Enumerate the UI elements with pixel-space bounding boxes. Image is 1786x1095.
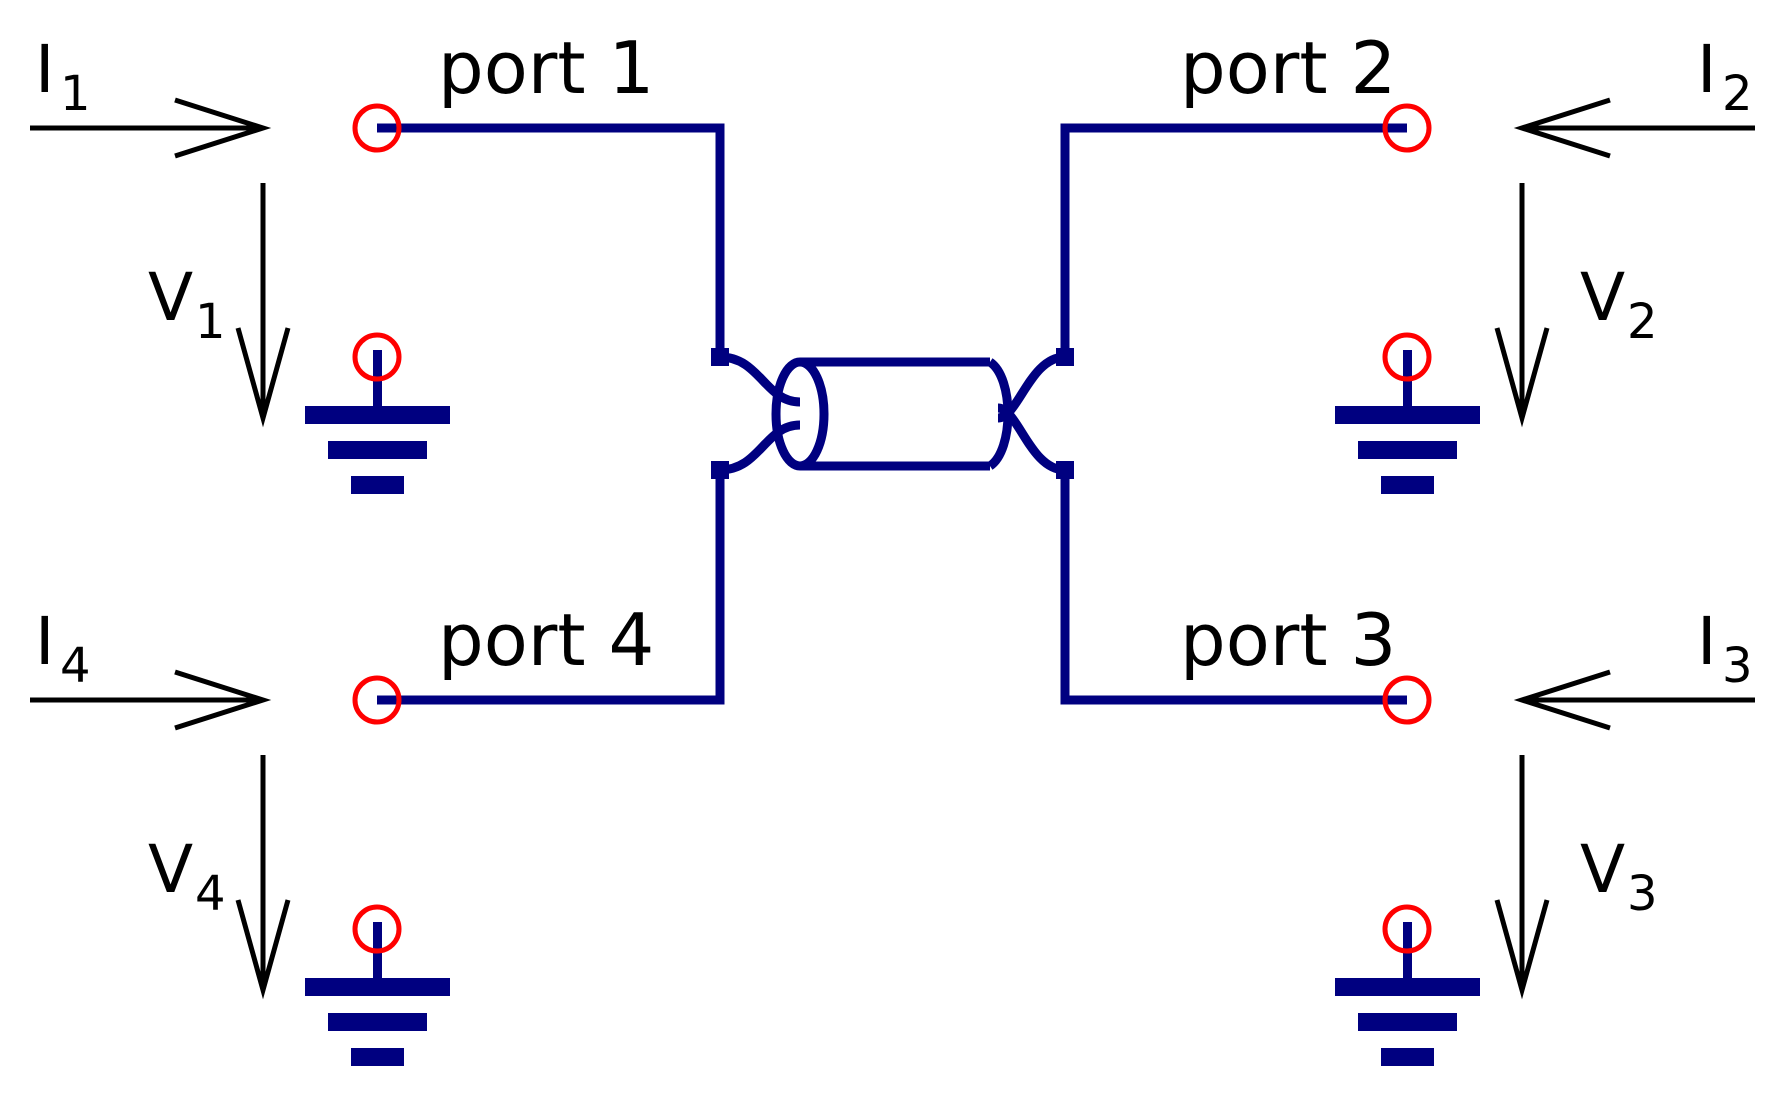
port1-label: port 1: [438, 26, 654, 110]
ground-port3: [1335, 922, 1480, 1066]
ground-icon: [305, 922, 450, 1066]
voltage-label-port1: V 1: [148, 259, 226, 350]
terminals: [352, 103, 1432, 954]
terminal-circle-icon: [1382, 904, 1432, 954]
current-arrow-port1: [30, 97, 272, 159]
current-arrow-port3: [1513, 669, 1755, 731]
coaxial-transmission-line-icon: [771, 357, 1013, 471]
current-symbol: I: [1697, 31, 1716, 108]
terminal-circle-icon: [352, 675, 402, 725]
port2-label: port 2: [1180, 26, 1396, 110]
voltage-label-port4: V 4: [148, 831, 226, 922]
ground-icon: [1335, 350, 1480, 494]
current-symbol: I: [35, 603, 54, 680]
port4-wire: [377, 470, 725, 705]
current-symbol: I: [1697, 603, 1716, 680]
terminal-circle-icon: [1382, 332, 1432, 382]
junction-dot: [1056, 461, 1074, 479]
voltage-label-port3: V 3: [1580, 831, 1658, 922]
terminal-circle-icon: [1382, 675, 1432, 725]
current-subscript: 2: [1722, 66, 1753, 122]
ground-icon: [1335, 922, 1480, 1066]
port2-wire: [1060, 123, 1407, 357]
voltage-subscript: 4: [195, 866, 226, 922]
voltage-symbol: V: [1580, 259, 1625, 336]
junction-dot: [711, 461, 729, 479]
current-symbol: I: [35, 31, 54, 108]
voltage-symbol: V: [148, 831, 193, 908]
junction-dot: [711, 348, 729, 366]
voltage-label-port2: V 2: [1580, 259, 1658, 350]
current-label-port4: I 4: [35, 603, 91, 694]
ground-port4: [305, 922, 450, 1066]
current-subscript: 1: [60, 66, 91, 122]
current-arrow-port2: [1513, 97, 1755, 159]
terminal-circle-icon: [352, 103, 402, 153]
current-label-port1: I 1: [35, 31, 91, 122]
port4-label: port 4: [438, 598, 654, 682]
voltage-subscript: 3: [1627, 866, 1658, 922]
ground-port2: [1335, 350, 1480, 494]
ground-icon: [305, 350, 450, 494]
junction-dot: [1056, 348, 1074, 366]
port3-wire: [1060, 470, 1407, 705]
port3-label: port 3: [1180, 598, 1396, 682]
port1-wire: [377, 123, 725, 357]
voltage-arrow-port2: [1494, 183, 1550, 428]
current-subscript: 4: [60, 638, 91, 694]
current-subscript: 3: [1722, 638, 1753, 694]
voltage-arrow-port3: [1494, 755, 1550, 1000]
current-arrow-port4: [30, 669, 272, 731]
voltage-arrow-port4: [235, 755, 291, 1000]
current-label-port2: I 2: [1697, 31, 1753, 122]
voltage-symbol: V: [148, 259, 193, 336]
arrows: [30, 97, 1755, 1000]
terminal-circle-icon: [352, 332, 402, 382]
wiring: [377, 123, 1407, 705]
port1-lead: [719, 352, 801, 407]
voltage-symbol: V: [1580, 831, 1625, 908]
ground-port1: [305, 350, 450, 494]
port4-lead: [719, 420, 801, 475]
terminal-circle-icon: [1382, 103, 1432, 153]
voltage-subscript: 2: [1627, 294, 1658, 350]
voltage-subscript: 1: [195, 294, 226, 350]
voltage-arrow-port1: [235, 183, 291, 428]
current-label-port3: I 3: [1697, 603, 1753, 694]
junction-dots: [711, 348, 1074, 479]
terminal-circle-icon: [352, 904, 402, 954]
